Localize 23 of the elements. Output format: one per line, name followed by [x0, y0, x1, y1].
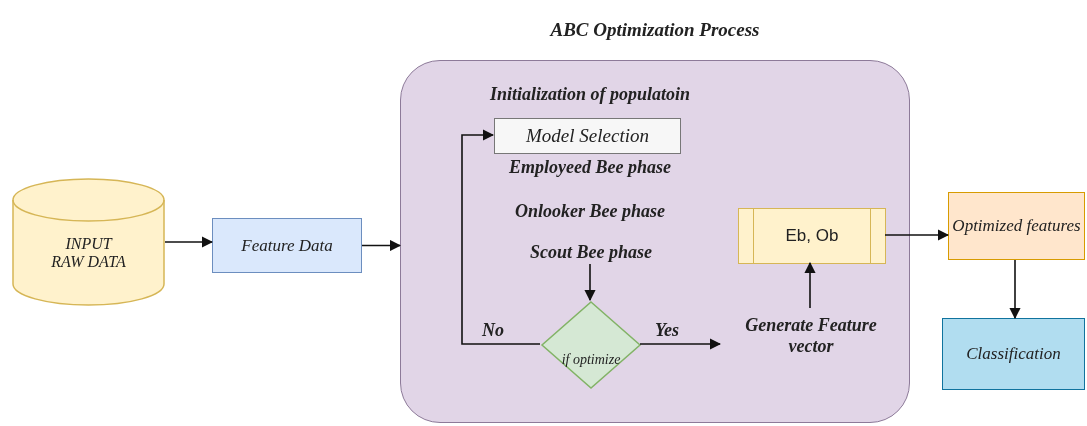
process-box: Feature Data	[212, 218, 362, 273]
container-title: ABC Optimization Process	[548, 19, 761, 41]
process-box: Classification	[942, 318, 1085, 390]
edge-label: Yes	[655, 320, 679, 341]
edge-label: No	[482, 320, 504, 341]
arrow	[639, 338, 722, 350]
arrow	[461, 129, 541, 345]
arrow	[804, 261, 816, 309]
arrow	[1009, 259, 1021, 320]
phase-text: Onlooker Bee phase	[514, 201, 666, 222]
arrow	[361, 239, 402, 252]
step-text: Scout Bee phase	[516, 239, 666, 265]
node-label: INPUT RAW DATA	[50, 234, 127, 272]
process-box: Optimized features	[948, 192, 1085, 260]
phase-text: Employeed Bee phase	[508, 157, 672, 178]
arrow	[884, 229, 950, 241]
subprocess-box: Eb, Ob	[738, 208, 886, 264]
node-label: if optimize	[561, 351, 621, 369]
arrow	[164, 236, 214, 248]
step-text: Generate Feature vector	[721, 309, 901, 363]
process-box: Model Selection	[494, 118, 681, 154]
arrow	[584, 263, 596, 302]
phase-text: Initialization of populatoin	[488, 84, 692, 105]
